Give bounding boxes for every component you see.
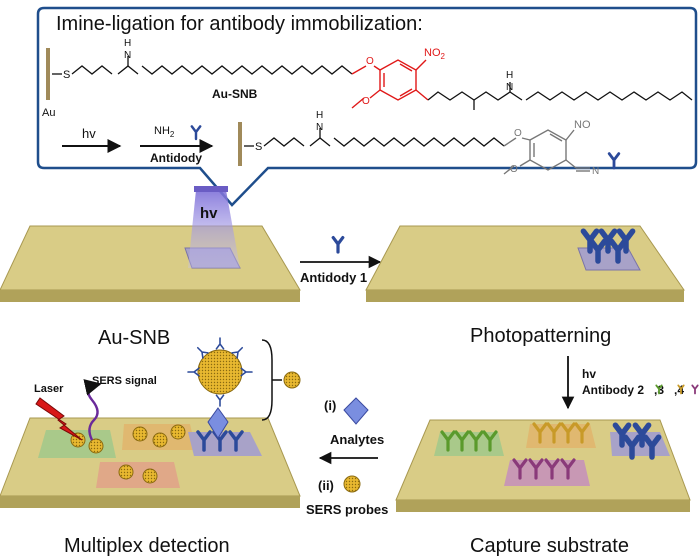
caption-capture-substrate: Capture substrate (470, 535, 629, 557)
capture-substrate (395, 419, 691, 512)
detection-substrate (0, 417, 301, 508)
ring-oxygen-top: O (366, 56, 374, 67)
molecule-name: Au-SNB (212, 87, 258, 101)
nitroso-group: NO (574, 119, 591, 131)
step-i-marker: (i) (324, 398, 336, 413)
imine-product-structure (238, 122, 505, 166)
photopattern-substrate (365, 225, 685, 302)
sers-probe-small-icon (343, 475, 361, 493)
analytes-label: Analytes (330, 432, 384, 447)
ring-oxygen-bottom: O (362, 96, 370, 107)
sulfur-atom-1: S (63, 69, 70, 81)
antibody-2-4-label: Antibody 2,3,4 (582, 383, 684, 397)
nitroso-ring-oxygen-bottom: O (510, 164, 518, 175)
antibody-reaction-label: Antidody (150, 151, 202, 165)
laser-label: Laser (34, 383, 64, 395)
sers-probes-label: SERS probes (306, 502, 388, 517)
amine-group: NH2 (154, 125, 175, 139)
uv-lamp: hv (188, 186, 240, 268)
callout-title: Imine-ligation for antibody immobilizati… (56, 13, 423, 35)
callout-bubble (36, 6, 698, 207)
analyte-crystal-icon (343, 397, 369, 425)
antibody-1-icon (331, 236, 345, 254)
nitrobenzyl-ring (351, 59, 429, 109)
sers-signal-wave (83, 379, 102, 441)
antibody-4-glyph (691, 384, 699, 395)
antibody-1-label: Antidody 1 (300, 270, 367, 285)
nitro-group: NO2 (424, 47, 446, 61)
step-ii-marker: (ii) (318, 478, 334, 493)
au-snb-structure (46, 48, 353, 100)
nitroso-ring-oxygen-top: O (514, 128, 522, 139)
tail-n-atom: N (506, 82, 513, 93)
nh-h-atom-2: H (316, 110, 323, 121)
chemistry-callout: Imine-ligation for antibody immobilizati… (36, 6, 698, 207)
sandwich-complex (187, 337, 301, 439)
bound-nanoparticles (70, 424, 186, 484)
imine-n-atom: N (592, 166, 599, 177)
nitroso-ring (503, 129, 590, 175)
au-label: Au (42, 107, 55, 119)
caption-au-snb: Au-SNB (98, 327, 170, 349)
caption-photopatterning: Photopatterning (470, 325, 611, 347)
nh-n-atom-2: N (316, 122, 323, 133)
nh-n-atom-1: N (124, 50, 131, 61)
sulfur-atom-2: S (255, 141, 262, 153)
down-hv-label: hv (582, 367, 596, 381)
tail-h-atom: H (506, 70, 513, 81)
laser-bolt-icon (35, 397, 83, 441)
hv-reaction-label: hv (82, 126, 96, 141)
carbamate-peg-tail (427, 82, 693, 110)
caption-multiplex: Multiplex detection (64, 535, 230, 557)
lamp-hv-label: hv (200, 205, 218, 222)
nh-h-atom-1: H (124, 38, 131, 49)
sers-signal-label: SERS signal (92, 375, 157, 387)
au-snb-substrate (0, 225, 301, 302)
